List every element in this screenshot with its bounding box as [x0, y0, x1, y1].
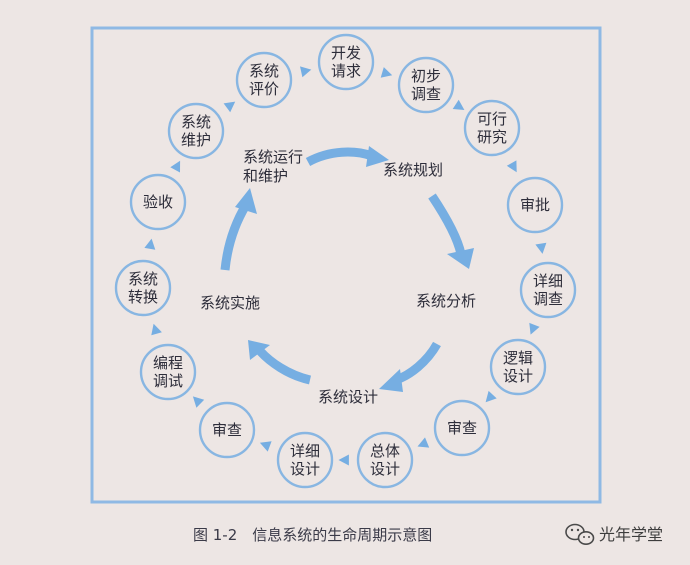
step-arrow — [338, 454, 349, 466]
step-arrow — [452, 99, 465, 110]
node-label: 审批 — [520, 196, 550, 214]
node-label: 维护 — [181, 131, 211, 149]
node-label: 评价 — [249, 80, 279, 98]
node-label: 调试 — [153, 372, 183, 390]
node-label: 请求 — [331, 62, 361, 80]
node-circle — [356, 431, 414, 489]
step-node-n7: 审查 — [433, 399, 491, 457]
arrow-to-implementation — [248, 340, 312, 385]
node-circle — [276, 431, 334, 489]
wechat-icon — [565, 523, 595, 545]
node-label: 详细 — [533, 272, 563, 290]
node-circle — [139, 343, 197, 401]
node-circle — [167, 102, 225, 160]
step-arrow — [417, 437, 430, 448]
arrow-to-operation — [220, 188, 257, 271]
node-circle — [433, 399, 491, 457]
node-circle — [114, 259, 172, 317]
step-node-n13: 验收 — [129, 173, 187, 231]
node-label: 设计 — [370, 460, 400, 478]
step-arrow — [300, 66, 312, 78]
arrow-to-design — [379, 341, 441, 392]
step-arrow — [170, 160, 181, 173]
phase-design: 系统设计 — [318, 388, 378, 406]
step-arrow — [144, 238, 156, 250]
phase-arrows — [220, 146, 474, 392]
step-arrow — [506, 160, 517, 173]
step-arrow — [192, 396, 205, 408]
arrow-to-analysis — [428, 193, 474, 269]
node-circle — [198, 401, 256, 459]
figure-caption: 图 1-2 信息系统的生命周期示意图 — [193, 526, 432, 544]
step-arrow — [535, 242, 547, 254]
node-label: 验收 — [143, 193, 173, 211]
watermark: 光年学堂 — [565, 523, 663, 545]
arrow-to-planning — [305, 146, 389, 167]
node-label: 设计 — [290, 460, 320, 478]
phase-implementation: 系统实施 — [200, 294, 260, 312]
node-label: 设计 — [503, 367, 533, 385]
step-arrows — [144, 66, 547, 466]
node-circle — [519, 261, 577, 319]
node-circle — [235, 51, 293, 109]
phase-planning: 系统规划 — [383, 161, 443, 179]
step-arrow — [529, 322, 540, 335]
phase-label: 系统分析 — [416, 292, 476, 310]
node-label: 系统 — [128, 270, 158, 288]
node-label: 系统 — [249, 62, 279, 80]
diagram-frame — [90, 26, 602, 504]
node-label: 系统 — [181, 113, 211, 131]
phase-label: 系统实施 — [200, 294, 260, 312]
step-nodes: 开发请求初步调查可行研究审批详细调查逻辑设计审查总体设计详细设计审查编程调试系统… — [114, 33, 577, 489]
step-arrow — [259, 441, 272, 452]
phase-label: 系统运行 — [243, 148, 303, 166]
node-circle — [397, 56, 455, 114]
phase-analysis: 系统分析 — [416, 292, 476, 310]
phase-label: 系统规划 — [383, 161, 443, 179]
node-circle — [506, 176, 564, 234]
step-arrow — [380, 67, 393, 78]
phase-label: 和维护 — [243, 167, 288, 185]
node-circle — [129, 173, 187, 231]
step-arrow — [485, 390, 497, 403]
node-label: 初步 — [411, 67, 441, 85]
step-arrow — [151, 323, 162, 336]
node-label: 审查 — [447, 419, 477, 437]
node-label: 调查 — [411, 85, 441, 103]
node-label: 可行 — [477, 110, 507, 128]
step-node-n10: 审查 — [198, 401, 256, 459]
node-label: 调查 — [533, 290, 563, 308]
node-label: 开发 — [331, 44, 361, 62]
step-node-n4: 审批 — [506, 176, 564, 234]
phase-label: 系统设计 — [318, 388, 378, 406]
node-label: 审查 — [212, 421, 242, 439]
node-circle — [489, 338, 547, 396]
step-arrow — [223, 101, 236, 113]
node-circle — [463, 99, 521, 157]
node-label: 研究 — [477, 128, 507, 146]
node-label: 详细 — [290, 442, 320, 460]
node-label: 转换 — [128, 288, 158, 306]
node-circle — [317, 33, 375, 91]
watermark-text: 光年学堂 — [599, 525, 663, 544]
node-label: 编程 — [153, 354, 183, 372]
node-label: 逻辑 — [503, 349, 533, 367]
node-label: 总体 — [370, 442, 400, 460]
